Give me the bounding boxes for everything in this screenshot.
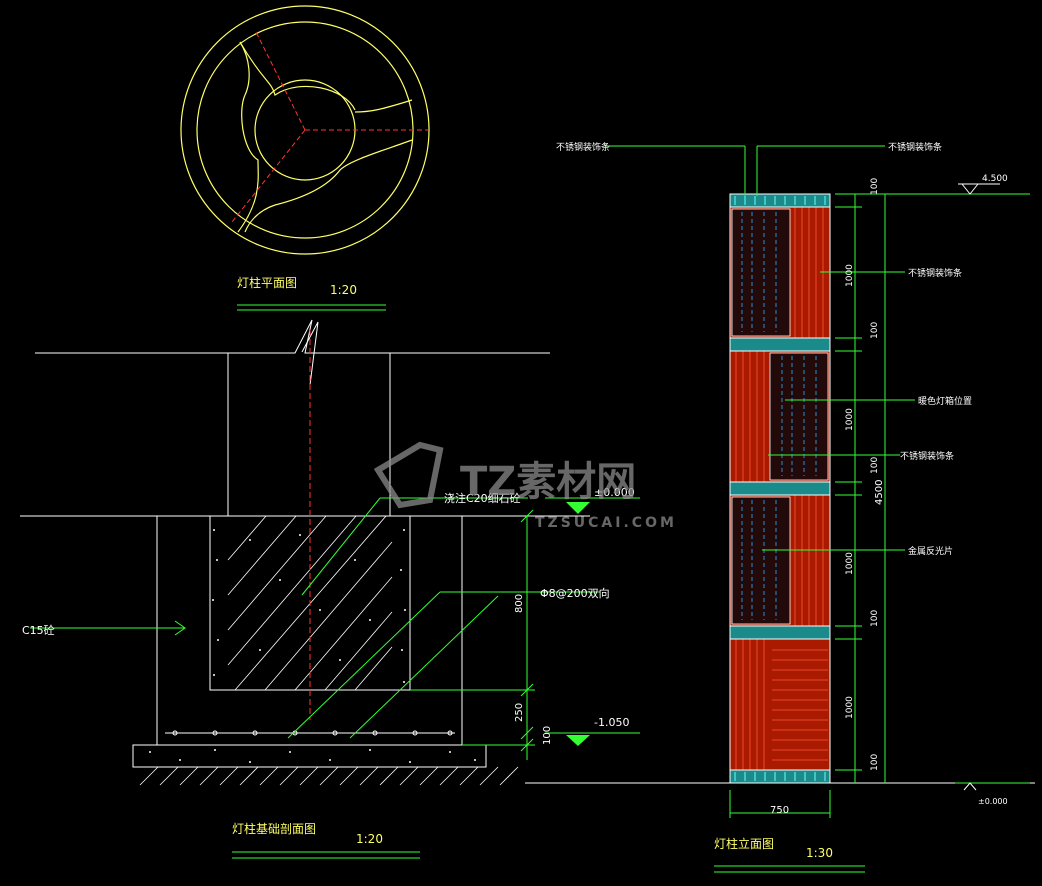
wood-grain	[735, 207, 828, 770]
level-marker-bottom	[566, 735, 590, 746]
label-stainless-right: 不锈钢装饰条	[888, 141, 942, 153]
strip-ticks	[734, 196, 826, 781]
dim-seg-8: 100	[870, 754, 880, 771]
plan-scale: 1:20	[330, 283, 357, 297]
rebar-dots	[172, 730, 453, 736]
label-elev-bottom: ±0.000	[978, 797, 1008, 806]
label-stainless-left: 不锈钢装饰条	[556, 141, 610, 153]
label-light-position: 暖色灯箱位置	[918, 395, 972, 407]
watermark-text: TZ素材网	[460, 459, 636, 505]
plan-view	[180, 5, 430, 255]
elevation-scale: 1:30	[806, 846, 833, 860]
label-base-concrete: C15砼	[22, 624, 55, 637]
dim-seg-2: 100	[870, 322, 880, 339]
level-marker-top	[566, 502, 590, 514]
label-stainless-lower: 不锈钢装饰条	[900, 450, 954, 462]
dim-100: 100	[542, 726, 553, 745]
label-level-bottom: -1.050	[594, 716, 629, 729]
watermark-url: TZSUCAI.COM	[535, 515, 677, 531]
light-box-lines	[741, 212, 817, 620]
dim-250: 250	[514, 703, 525, 722]
dim-seg-4: 100	[870, 457, 880, 474]
section-view	[20, 319, 590, 768]
dim-seg-6: 100	[870, 610, 880, 627]
plan-title: 灯柱平面图	[237, 275, 297, 290]
dim-800: 800	[514, 594, 525, 613]
elevation-title: 灯柱立面图	[714, 836, 774, 851]
dim-seg-0: 100	[870, 178, 880, 195]
dim-seg-5: 1000	[845, 552, 855, 575]
label-elev-top: 4.500	[982, 174, 1008, 184]
dim-total: 4500	[874, 480, 885, 505]
watermark-logo: TZ素材网 TZSUCAI.COM	[373, 441, 677, 531]
elevation-leaders	[605, 145, 1030, 818]
label-stainless-mid: 不锈钢装饰条	[908, 267, 962, 279]
label-concrete-pour: 浇注C20细石砼	[444, 491, 521, 505]
level-symbol-top	[958, 183, 1000, 791]
dim-seg-7: 1000	[845, 696, 855, 719]
earth-hatch	[139, 766, 519, 786]
dim-width: 750	[770, 805, 789, 816]
label-rebar: Φ8@200双向	[540, 586, 610, 600]
section-title: 灯柱基础剖面图	[232, 821, 316, 836]
label-metal-reflector: 金属反光片	[908, 545, 953, 557]
plan-centerlines	[231, 29, 428, 223]
dim-seg-1: 1000	[845, 264, 855, 287]
label-level-top: ±0.000	[594, 486, 635, 499]
section-scale: 1:20	[356, 832, 383, 846]
concrete-aggregate	[149, 529, 476, 763]
concrete-hatch	[227, 515, 393, 691]
section-annotations	[30, 497, 640, 760]
dim-seg-3: 1000	[845, 408, 855, 431]
light-boxes	[731, 208, 829, 625]
